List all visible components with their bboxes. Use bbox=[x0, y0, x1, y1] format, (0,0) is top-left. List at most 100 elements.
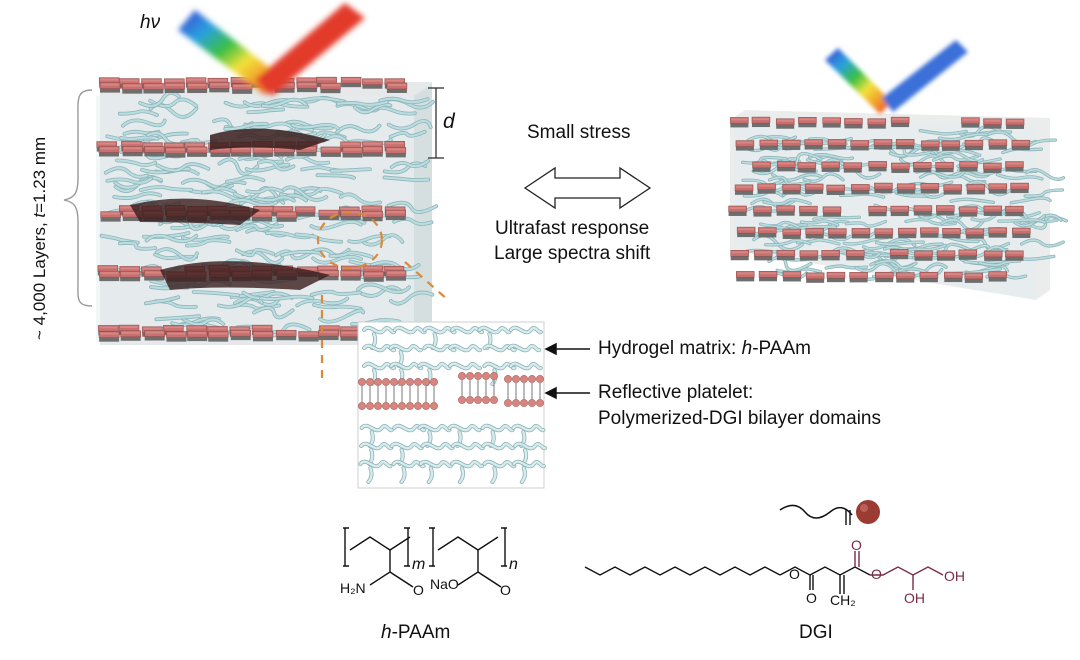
platelet-tile bbox=[799, 250, 819, 261]
platelet-tile bbox=[230, 146, 252, 157]
hydrogel-strand bbox=[387, 119, 432, 130]
platelet-tile bbox=[805, 272, 825, 283]
hydrogel-strand bbox=[978, 260, 1021, 266]
hydrogel-strand bbox=[329, 251, 373, 258]
hydrogel-strand bbox=[106, 177, 153, 184]
hydrogel-strand bbox=[118, 110, 159, 117]
platelet-tile bbox=[1005, 205, 1024, 217]
platelet-tile bbox=[944, 271, 963, 283]
hydrogel-strand bbox=[907, 244, 947, 251]
inset-bilayer-domains bbox=[358, 372, 544, 410]
hpaam-structure bbox=[343, 527, 507, 588]
left-platelet-dark-domains bbox=[130, 128, 330, 290]
platelet-tile bbox=[874, 182, 893, 194]
platelet-tile bbox=[294, 206, 316, 217]
platelet-tile bbox=[874, 228, 894, 239]
hpaam-sub-m: m bbox=[412, 556, 426, 573]
platelet-tile bbox=[846, 250, 865, 261]
platelet-tile bbox=[920, 227, 939, 238]
hydrogel-strand bbox=[181, 317, 225, 326]
platelet-tile bbox=[868, 205, 887, 217]
hydrogel-strand bbox=[800, 220, 839, 226]
hydrogel-strand bbox=[1020, 239, 1065, 247]
hydrogel-label-prefix: Hydrogel matrix: bbox=[598, 338, 742, 359]
hydrogel-strand bbox=[120, 136, 159, 140]
platelet-tile bbox=[186, 146, 208, 157]
platelet-tile bbox=[296, 81, 318, 93]
layers-label-suffix: =1.23 mm bbox=[30, 136, 49, 213]
platelet-tile bbox=[385, 209, 406, 221]
hydrogel-strand bbox=[261, 98, 307, 108]
platelet-tile bbox=[753, 206, 772, 217]
hydrogel-strand bbox=[875, 260, 917, 269]
platelet-tile bbox=[799, 205, 818, 217]
platelet-tile bbox=[983, 205, 1003, 216]
hydrogel-strand bbox=[257, 159, 295, 171]
platelet-tile bbox=[827, 139, 847, 150]
platelet-tile bbox=[798, 117, 817, 128]
platelet-tile bbox=[318, 209, 340, 221]
hydrogel-strand bbox=[243, 98, 290, 108]
platelet-tile bbox=[782, 139, 801, 150]
platelet-tile bbox=[826, 271, 846, 283]
platelet-tile bbox=[276, 211, 297, 222]
platelet-tile bbox=[936, 205, 955, 216]
platelet-tile bbox=[890, 116, 910, 128]
platelet-tile bbox=[98, 146, 120, 157]
hydrogel-strand bbox=[144, 296, 180, 305]
hydrogel-strand bbox=[941, 218, 984, 231]
platelet-label-1: Reflective platelet: bbox=[598, 382, 754, 403]
platelet-tile bbox=[362, 78, 383, 89]
platelet-tile bbox=[776, 249, 796, 261]
hydrogel-strand bbox=[938, 133, 988, 141]
platelet-tile bbox=[252, 331, 274, 342]
hydrogel-strand bbox=[139, 185, 193, 192]
hydrogel-strand bbox=[121, 119, 166, 127]
platelet-tile bbox=[728, 205, 747, 216]
platelet-tile bbox=[983, 162, 1002, 173]
platelet-tile bbox=[318, 329, 339, 341]
platelet-tile bbox=[753, 250, 773, 261]
platelet-tile bbox=[782, 184, 801, 195]
hydrogel-strand bbox=[759, 221, 800, 228]
hydrogel-strand bbox=[225, 175, 265, 183]
hydrogel-strand bbox=[312, 303, 362, 310]
platelet-tile bbox=[942, 228, 961, 239]
platelet-tile bbox=[851, 228, 871, 239]
platelet-tile bbox=[144, 146, 165, 157]
hydrogel-strand bbox=[356, 283, 411, 294]
hydrogel-strand bbox=[996, 173, 1043, 180]
platelet-tile bbox=[988, 139, 1008, 150]
platelet-tile bbox=[896, 272, 915, 283]
platelet-tile bbox=[1005, 161, 1024, 172]
platelet-tile bbox=[988, 227, 1007, 238]
hydrogel-strand bbox=[252, 306, 294, 319]
left-layered-hydrogel-block bbox=[96, 76, 442, 345]
hydrogel-label-suffix: -PAAm bbox=[752, 338, 811, 359]
platelet-tile bbox=[828, 228, 847, 239]
platelet-tile bbox=[965, 228, 985, 239]
hpaam-name-h: h bbox=[381, 622, 392, 643]
hydrogel-strand bbox=[284, 120, 333, 130]
hydrogel-strand bbox=[1010, 197, 1051, 204]
platelet-tile bbox=[119, 271, 141, 282]
hydrogel-strand bbox=[330, 168, 372, 172]
hydrogel-matrix-label: Hydrogel matrix: h-PAAm bbox=[598, 338, 811, 360]
hydrogel-strand bbox=[763, 198, 811, 205]
hydrogel-strand bbox=[145, 234, 198, 243]
hydrogel-strand bbox=[336, 100, 388, 106]
platelet-tile bbox=[843, 162, 863, 173]
hpaam-name-suffix: -PAAm bbox=[391, 622, 451, 643]
hydrogel-strand bbox=[390, 160, 430, 169]
hydrogel-strand bbox=[855, 262, 896, 272]
platelet-tile bbox=[231, 83, 253, 94]
hydrogel-strand bbox=[768, 256, 812, 272]
right-light-beam bbox=[825, 40, 968, 114]
hydrogel-strand bbox=[156, 163, 210, 172]
platelet-tile bbox=[1005, 118, 1025, 129]
hydrogel-strand bbox=[1024, 189, 1064, 197]
hydrogel-strand bbox=[768, 176, 811, 186]
hydrogel-strand bbox=[786, 225, 837, 230]
hydrogel-strand bbox=[813, 215, 861, 221]
hydrogel-strand bbox=[118, 241, 157, 250]
